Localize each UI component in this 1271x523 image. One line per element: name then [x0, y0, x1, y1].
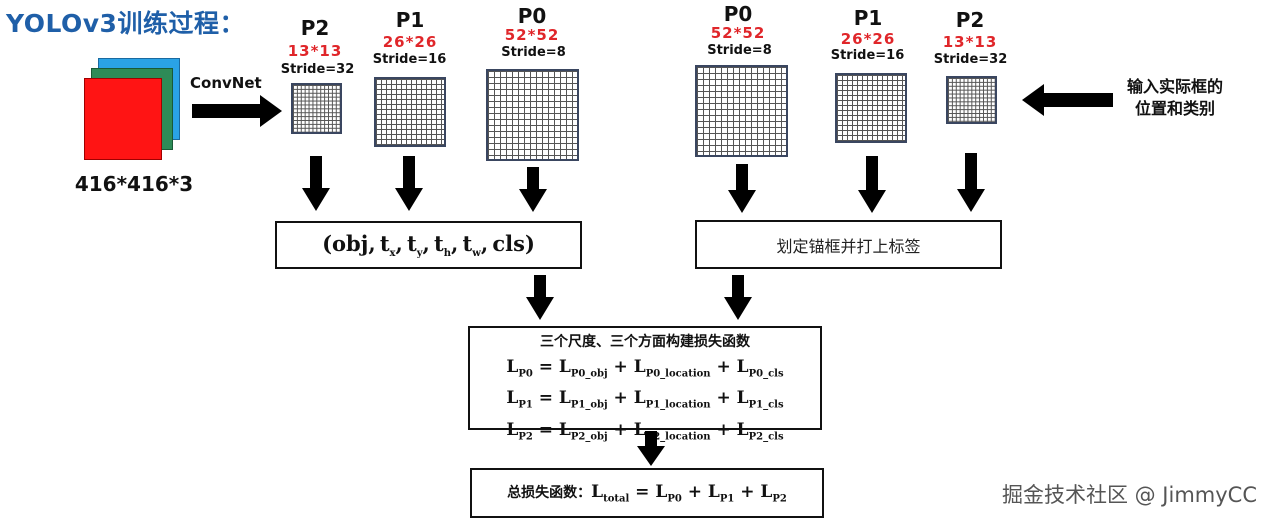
down-arrow-left-p0 [519, 167, 547, 212]
left-p2-grid [291, 83, 342, 134]
anchor-label-text: 划定锚框并打上标签 [776, 236, 921, 256]
left-p0-grid [486, 69, 579, 161]
left-p1-name: P1 [395, 8, 425, 32]
loss-heading: 三个尺度、三个方面构建损失函数 [540, 334, 750, 350]
down-arrow-anchor-to-loss [724, 275, 752, 320]
right-p1-size: 26*26 [840, 30, 896, 48]
input-size-label: 416*416*3 [74, 172, 194, 196]
right-p0-size: 52*52 [710, 24, 766, 42]
down-arrow-pred-to-loss [526, 275, 554, 320]
left-p0-name: P0 [517, 4, 547, 28]
right-p0-name: P0 [723, 2, 753, 26]
diagram-title: YOLOv3训练过程： [6, 9, 245, 38]
down-arrow-right-p2 [957, 153, 985, 212]
loss-p1-formula: LP1 = LP1_obj + LP1_location + LP1_cls [506, 388, 784, 411]
input-channel-red [84, 78, 162, 160]
gt-input-line2: 位置和类别 [1134, 99, 1215, 118]
right-p2-name: P2 [955, 8, 985, 32]
down-arrow-left-p1 [395, 156, 423, 211]
loss-p2-formula: LP2 = LP2_obj + LP2_location + LP2_cls [506, 419, 784, 443]
left-p0-stride: Stride=8 [501, 45, 566, 60]
right-p2-grid [946, 76, 997, 124]
right-p2-stride: Stride=32 [933, 52, 1008, 67]
total-loss-label: 总损失函数： [507, 484, 592, 501]
left-p2-size: 13*13 [287, 42, 343, 60]
down-arrow-right-p1 [858, 156, 886, 213]
left-p1-stride: Stride=16 [372, 52, 447, 67]
right-p1-stride: Stride=16 [830, 48, 905, 63]
left-p1-grid [374, 77, 446, 147]
down-arrow-left-p2 [302, 156, 330, 211]
input-image-stack [84, 58, 184, 168]
left-p1-size: 26*26 [382, 33, 438, 51]
gt-input-arrow [1022, 84, 1113, 116]
convnet-arrow [192, 95, 282, 127]
gt-input-label: 输入实际框的 位置和类别 [1105, 76, 1245, 120]
right-p1-name: P1 [853, 6, 883, 30]
total-loss-box: 总损失函数：Ltotal = LP0 + LP1 + LP2 [470, 468, 824, 518]
right-p2-size: 13*13 [942, 33, 998, 51]
total-loss-formula: 总损失函数：Ltotal = LP0 + LP1 + LP2 [507, 481, 787, 505]
left-p2-stride: Stride=32 [280, 62, 355, 77]
convnet-label: ConvNet [190, 74, 262, 92]
right-p0-grid [695, 65, 788, 157]
prediction-formula: (obj, tx, ty, th, tw, cls) [322, 230, 535, 260]
down-arrow-loss-to-total [637, 431, 665, 466]
prediction-output-box: (obj, tx, ty, th, tw, cls) [275, 221, 582, 269]
down-arrow-right-p0 [728, 164, 756, 213]
loss-p0-formula: LP0 = LP0_obj + LP0_location + LP0_cls [506, 357, 784, 380]
loss-function-box: 三个尺度、三个方面构建损失函数 LP0 = LP0_obj + LP0_loca… [468, 326, 822, 442]
right-p1-grid [835, 73, 907, 143]
left-p2-name: P2 [300, 16, 330, 40]
gt-input-line1: 输入实际框的 [1126, 77, 1223, 96]
anchor-label-box: 划定锚框并打上标签 [695, 220, 1002, 269]
watermark-text: 掘金技术社区 @ JimmyCC [1001, 483, 1257, 507]
left-p0-size: 52*52 [504, 26, 560, 44]
right-p0-stride: Stride=8 [707, 43, 772, 58]
